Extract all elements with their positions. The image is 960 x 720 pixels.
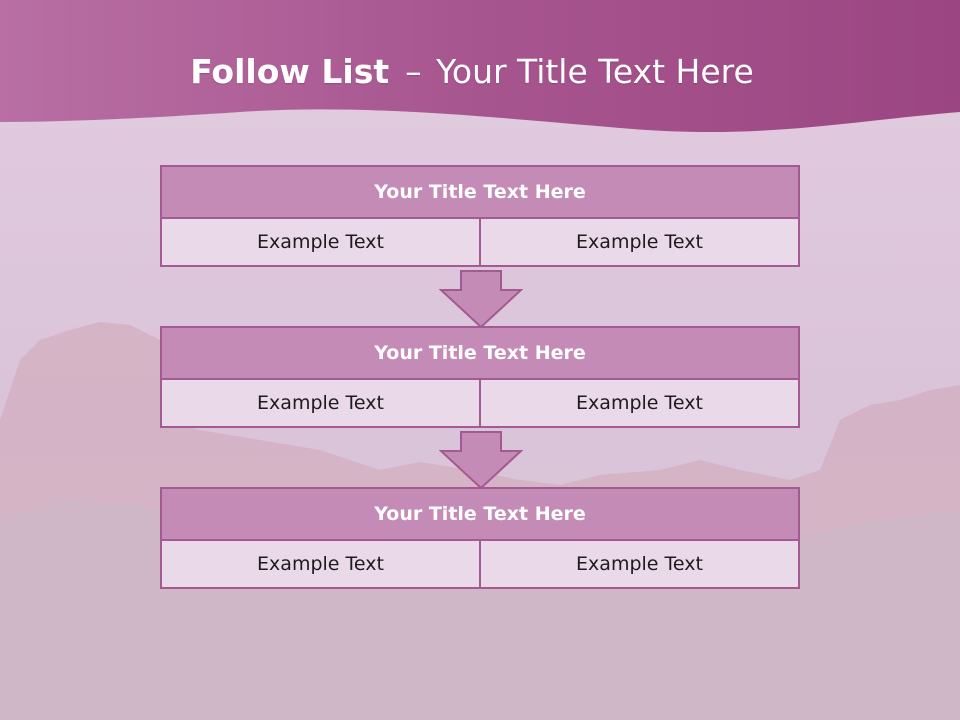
flow-block-2: Your Title Text Here Example Text Exampl… <box>160 326 800 428</box>
down-arrow-icon <box>439 431 523 489</box>
block-title: Your Title Text Here <box>160 487 800 541</box>
block-cell-right: Example Text <box>479 217 800 267</box>
slide-title-bold: Follow List <box>190 52 390 91</box>
block-cell-right: Example Text <box>479 378 800 428</box>
slide-title-separator: – <box>405 52 422 91</box>
block-title: Your Title Text Here <box>160 326 800 380</box>
block-cell-left: Example Text <box>160 539 481 589</box>
slide-title: Follow List– Your Title Text Here <box>0 52 944 91</box>
block-title: Your Title Text Here <box>160 165 800 219</box>
block-row: Example Text Example Text <box>160 539 800 589</box>
block-cell-right: Example Text <box>479 539 800 589</box>
flow-block-1: Your Title Text Here Example Text Exampl… <box>160 165 800 267</box>
block-cell-left: Example Text <box>160 378 481 428</box>
flow-block-3: Your Title Text Here Example Text Exampl… <box>160 487 800 589</box>
down-arrow-icon <box>439 270 523 328</box>
block-row: Example Text Example Text <box>160 378 800 428</box>
block-cell-left: Example Text <box>160 217 481 267</box>
block-row: Example Text Example Text <box>160 217 800 267</box>
slide-title-rest: Your Title Text Here <box>436 52 754 91</box>
